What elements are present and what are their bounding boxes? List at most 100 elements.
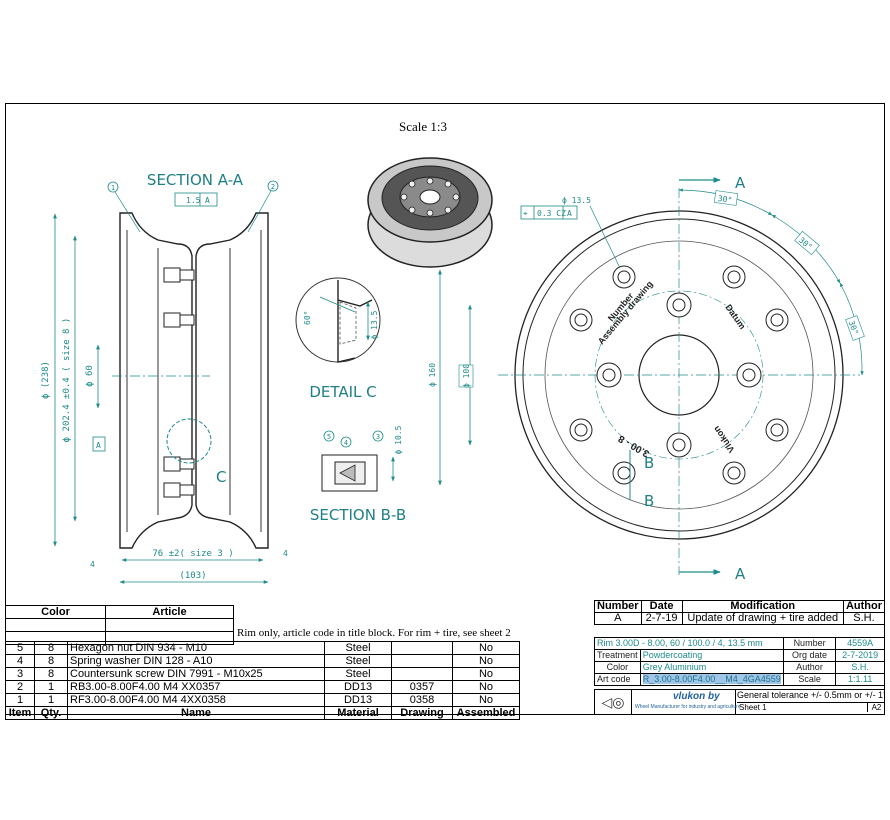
logo-block: vlukon by Wheel Manufacturer for industr…: [633, 690, 741, 714]
bom-cell-item: 2: [5, 680, 35, 694]
balloon-2: [267, 180, 279, 192]
tb-number-value: 4559A: [835, 637, 885, 650]
svg-text:1: 1: [111, 184, 115, 192]
detail-c-view: 60° ϕ 13.5 DETAIL C: [295, 277, 381, 401]
bom-column-header: Material: [324, 706, 392, 720]
article-header: Article: [105, 605, 234, 619]
tb-artcode-value: R_3.00-8.00F4.00__M4_4GA4559: [642, 674, 781, 684]
bom-cell-name: Countersunk screw DIN 7991 - M10x25: [67, 667, 325, 681]
bom-cell-drawing: 0357: [391, 680, 453, 694]
svg-text:5: 5: [327, 433, 331, 441]
dim-4a: 4: [90, 560, 95, 569]
section-marker-a-bottom: A: [735, 565, 746, 583]
bom-cell-qty: 8: [34, 641, 68, 655]
bom-column-header: Assembled: [452, 706, 520, 720]
bom-cell-drawing: [391, 641, 453, 655]
bom-column-header: Qty.: [34, 706, 68, 720]
position-symbol: ⌖: [523, 209, 528, 218]
rim-3d-view: [367, 157, 493, 268]
pos-tol-value: 0.3 CZ: [537, 209, 566, 218]
bom-cell-item: 4: [5, 654, 35, 668]
bom-cell-name: RF3.00-8.00F4.00 M4 4XX0358: [67, 693, 325, 707]
color-article-table: Color Article: [5, 605, 234, 645]
section-aa-title: SECTION A-A: [147, 171, 244, 189]
front-view: Number Assembly drawing Datum 3.00 - 8 V…: [428, 174, 865, 583]
bom-cell-material: DD13: [324, 680, 392, 694]
bom-cell-assembled: No: [452, 654, 520, 668]
dim-d100: ϕ 100: [462, 364, 471, 388]
dim-d60: ϕ 60: [85, 365, 95, 387]
balloon-5: [323, 430, 335, 442]
bom-cell-material: DD13: [324, 693, 392, 707]
bom-column-header: Drawing: [391, 706, 453, 720]
balloon-3: [372, 430, 384, 442]
bom-cell-material: Steel: [324, 641, 392, 655]
bom-cell-material: Steel: [324, 667, 392, 681]
scale-label: Scale 1:3: [399, 119, 447, 134]
dim-d160: ϕ 160: [428, 363, 437, 387]
rev-date: 2-7-19: [640, 612, 683, 625]
tb-treatment-label: Treatment: [594, 649, 641, 662]
title-block: Rim 3.00D - 8.00, 60 / 100.0 / 4, 13.5 m…: [594, 637, 885, 686]
section-marker-a-top: A: [735, 174, 746, 192]
bom-cell-assembled: No: [452, 693, 520, 707]
rim-half-right: [195, 212, 269, 549]
flatness-value: 1.5: [186, 196, 201, 205]
tb-size: A2: [867, 702, 885, 712]
bom-column-header: Name: [67, 706, 325, 720]
bom-cell-material: Steel: [324, 654, 392, 668]
datum-a-box: A: [96, 441, 101, 450]
bom-cell-drawing: [391, 654, 453, 668]
tb-orgdate-label: Org date: [782, 649, 837, 662]
bom-column-header: Item: [5, 706, 35, 720]
section-aa-view: SECTION A-A C ϕ (238) ϕ 202.4 ±0.4 ( siz…: [41, 171, 288, 584]
bom-cell-drawing: 0358: [391, 693, 453, 707]
tb-scale-value: 1:1.11: [835, 673, 885, 686]
angle-30-1: 30°: [717, 194, 733, 205]
rev-col-modification: Modification: [681, 600, 844, 613]
tb-author-value: S.H.: [835, 661, 885, 674]
bom-cell-drawing: [391, 667, 453, 681]
dim-d135-front: ϕ 13.5: [562, 196, 591, 205]
tb-color-value: Grey Aluminium: [639, 661, 784, 674]
front-text-assembly: Assembly drawing: [596, 279, 655, 346]
rev-col-number: Number: [594, 600, 642, 613]
section-marker-b-top: B: [644, 454, 654, 472]
tb-number-label: Number: [782, 637, 837, 650]
bom-cell-qty: 8: [34, 654, 68, 668]
tb-sheet: Sheet 1: [737, 702, 869, 712]
dim-w76: 76 ±2( size 3 ): [152, 549, 233, 559]
tb-scale-label: Scale: [782, 673, 837, 686]
dim-4b: 4: [283, 549, 288, 558]
bom-cell-assembled: No: [452, 680, 520, 694]
dim-d238: ϕ (238): [41, 361, 51, 399]
dim-w103: (103): [179, 571, 206, 581]
balloon-1: [107, 181, 119, 193]
revision-table: Number Date Modification Author A 2-7-19…: [594, 600, 886, 625]
section-marker-b-bottom: B: [644, 492, 654, 510]
detail-c-label: C: [216, 468, 226, 486]
bom-cell-assembled: No: [452, 641, 520, 655]
rev-modification: Update of drawing + tire added: [681, 612, 844, 625]
bom-cell-item: 3: [5, 667, 35, 681]
bom-cell-name: RB3.00-8.00F4.00 M4 XX0357: [67, 680, 325, 694]
bom-note: Rim only, article code in title block. F…: [237, 627, 511, 639]
bom-cell-qty: 8: [34, 667, 68, 681]
tb-color-label: Color: [594, 661, 641, 674]
angle-60: 60°: [303, 311, 312, 325]
dim-d105: ϕ 10.5: [394, 425, 403, 454]
rev-number: A: [594, 612, 642, 625]
svg-text:3: 3: [376, 433, 380, 441]
bom-cell-name: Spring washer DIN 128 - A10: [67, 654, 325, 668]
balloon-4: [340, 436, 352, 448]
bom-cell-item: 1: [5, 693, 35, 707]
bom-cell-qty: 1: [34, 680, 68, 694]
tb-author-label: Author: [782, 661, 837, 674]
rev-col-date: Date: [640, 600, 683, 613]
pos-tol-datum: A: [567, 209, 572, 218]
